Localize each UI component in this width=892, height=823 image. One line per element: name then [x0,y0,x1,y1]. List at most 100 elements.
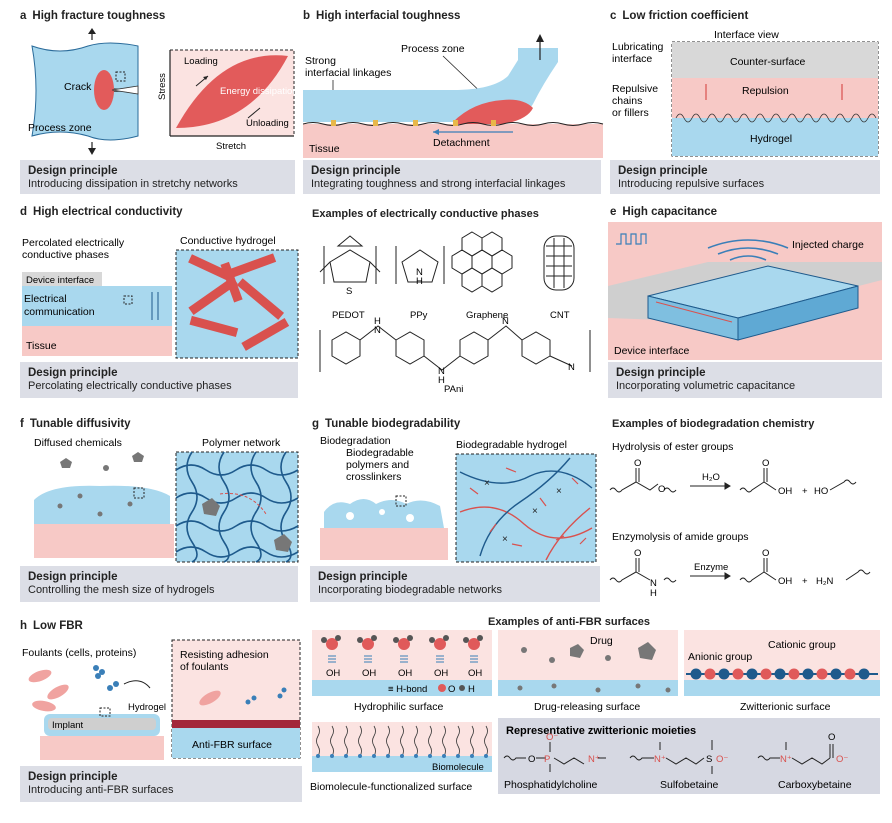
svg-text:O: O [634,548,641,559]
svg-text:+: + [802,576,808,587]
crack-label: Crack [64,81,92,93]
svg-text:interfacial linkages: interfacial linkages [305,67,391,79]
svg-text:crosslinkers: crosslinkers [346,471,401,483]
electrical-label: Electrical [24,293,67,305]
hydrogel-label-c: Hydrogel [750,133,792,145]
hbond-label: ≡ H-bond [388,684,427,695]
svg-text:O: O [762,548,769,559]
svg-text:N: N [416,267,423,278]
repulsion-label: Repulsion [742,85,789,97]
device-interface-label-d: Device interface [26,275,94,286]
svg-text:×: × [484,478,490,489]
biodegradation-label: Biodegradation [320,435,391,447]
svg-text:OH: OH [434,668,448,679]
cb-label: Carboxybetaine [778,779,852,791]
svg-text:N⁺: N⁺ [588,754,600,765]
svg-text:N: N [502,316,509,327]
svg-text:+: + [802,486,808,497]
panel-e-figure: Injected charge Device interface [608,222,882,360]
svg-text:×: × [556,486,562,497]
moieties-title: Representative zwitterionic moieties [506,725,696,737]
stress-axis-label: Stress [157,73,168,100]
panel-h-figure: Foulants (cells, proteins) Hydrogel Impl… [22,639,301,760]
hydrolysis-label: Hydrolysis of ester groups [612,441,733,453]
conductive-examples-figure: SHN HN NH NN PEDOT PPy Graphene CNT PAni [319,231,591,392]
detachment-label: Detachment [433,137,490,149]
panel-b-figure: Process zone Strong interfacial linkages… [303,34,604,158]
svg-text:of foulants: of foulants [180,661,228,673]
interface-view-label: Interface view [714,29,779,41]
foulants-label: Foulants (cells, proteins) [22,647,136,659]
svg-text:O: O [528,754,535,765]
svg-text:conductive phases: conductive phases [22,249,109,261]
svg-text:N: N [650,578,657,589]
biohydrogel-label: Biodegradable hydrogel [456,439,567,451]
percolated-label: Percolated electrically [22,237,125,249]
svg-text:OH: OH [398,668,412,679]
svg-text:P: P [544,754,550,765]
conductive-hydrogel-label: Conductive hydrogel [180,235,276,247]
svg-text:O: O [448,684,455,695]
svg-text:OH: OH [326,668,340,679]
svg-text:O: O [658,484,665,495]
conductive-examples-title: Examples of electrically conductive phas… [312,208,539,220]
biodegradation-examples-title: Examples of biodegradation chemistry [612,418,815,430]
drug-label: Drug [590,635,613,647]
pani-label: PAni [444,384,463,392]
svg-text:or fillers: or fillers [612,107,649,119]
lubricating-label: Lubricating [612,41,664,53]
svg-text:O: O [762,458,769,469]
counter-surface-label: Counter-surface [730,56,805,68]
h2o-label: H₂O [702,472,720,483]
tissue-label-d: Tissue [26,340,57,352]
svg-text:H₂N: H₂N [816,576,834,587]
svg-text:communication: communication [24,306,95,318]
biopolymers-label: Biodegradable [346,447,414,459]
svg-text:N: N [438,366,445,377]
svg-text:N: N [568,362,575,373]
svg-text:O⁻: O⁻ [716,754,728,765]
hydrogel-label-h: Hydrogel [128,702,166,713]
svg-text:OH: OH [778,486,792,497]
svg-text:×: × [502,534,508,545]
unloading-label: Unloading [246,118,289,129]
biomolecule-surface-label: Biomolecule-functionalized surface [310,781,472,793]
repulsive-label: Repulsive [612,83,658,95]
enzyme-label: Enzyme [694,562,728,573]
panel-f-figure: Diffused chemicals Polymer network [34,437,299,563]
pc-label: Phosphatidylcholine [504,779,598,791]
injected-charge-label: Injected charge [792,239,864,251]
linkages-label: Strong [305,55,336,67]
anti-fbr-label: Anti-FBR surface [192,739,272,751]
ppy-label: PPy [410,310,428,321]
cationic-label: Cationic group [768,639,836,651]
resisting-label: Resisting adhesion [180,649,269,661]
process-zone-label-b: Process zone [401,43,465,55]
panel-d-figure: Percolated electrically conductive phase… [22,235,299,359]
drug-releasing-label: Drug-releasing surface [534,701,640,713]
svg-text:O: O [828,732,835,743]
enzymolysis-label: Enzymolysis of amide groups [612,531,749,543]
hydrophilic-label: Hydrophilic surface [354,701,443,713]
anionic-label: Anionic group [688,651,752,663]
energy-dissipation-label: Energy dissipation [220,86,298,97]
biomolecule-label: Biomolecule [432,762,484,773]
zwitterionic-label: Zwitterionic surface [740,701,831,713]
graphene-label: Graphene [466,310,508,321]
svg-text:N⁺: N⁺ [780,754,792,765]
cnt-label: CNT [550,310,570,321]
svg-text:N: N [374,325,381,336]
